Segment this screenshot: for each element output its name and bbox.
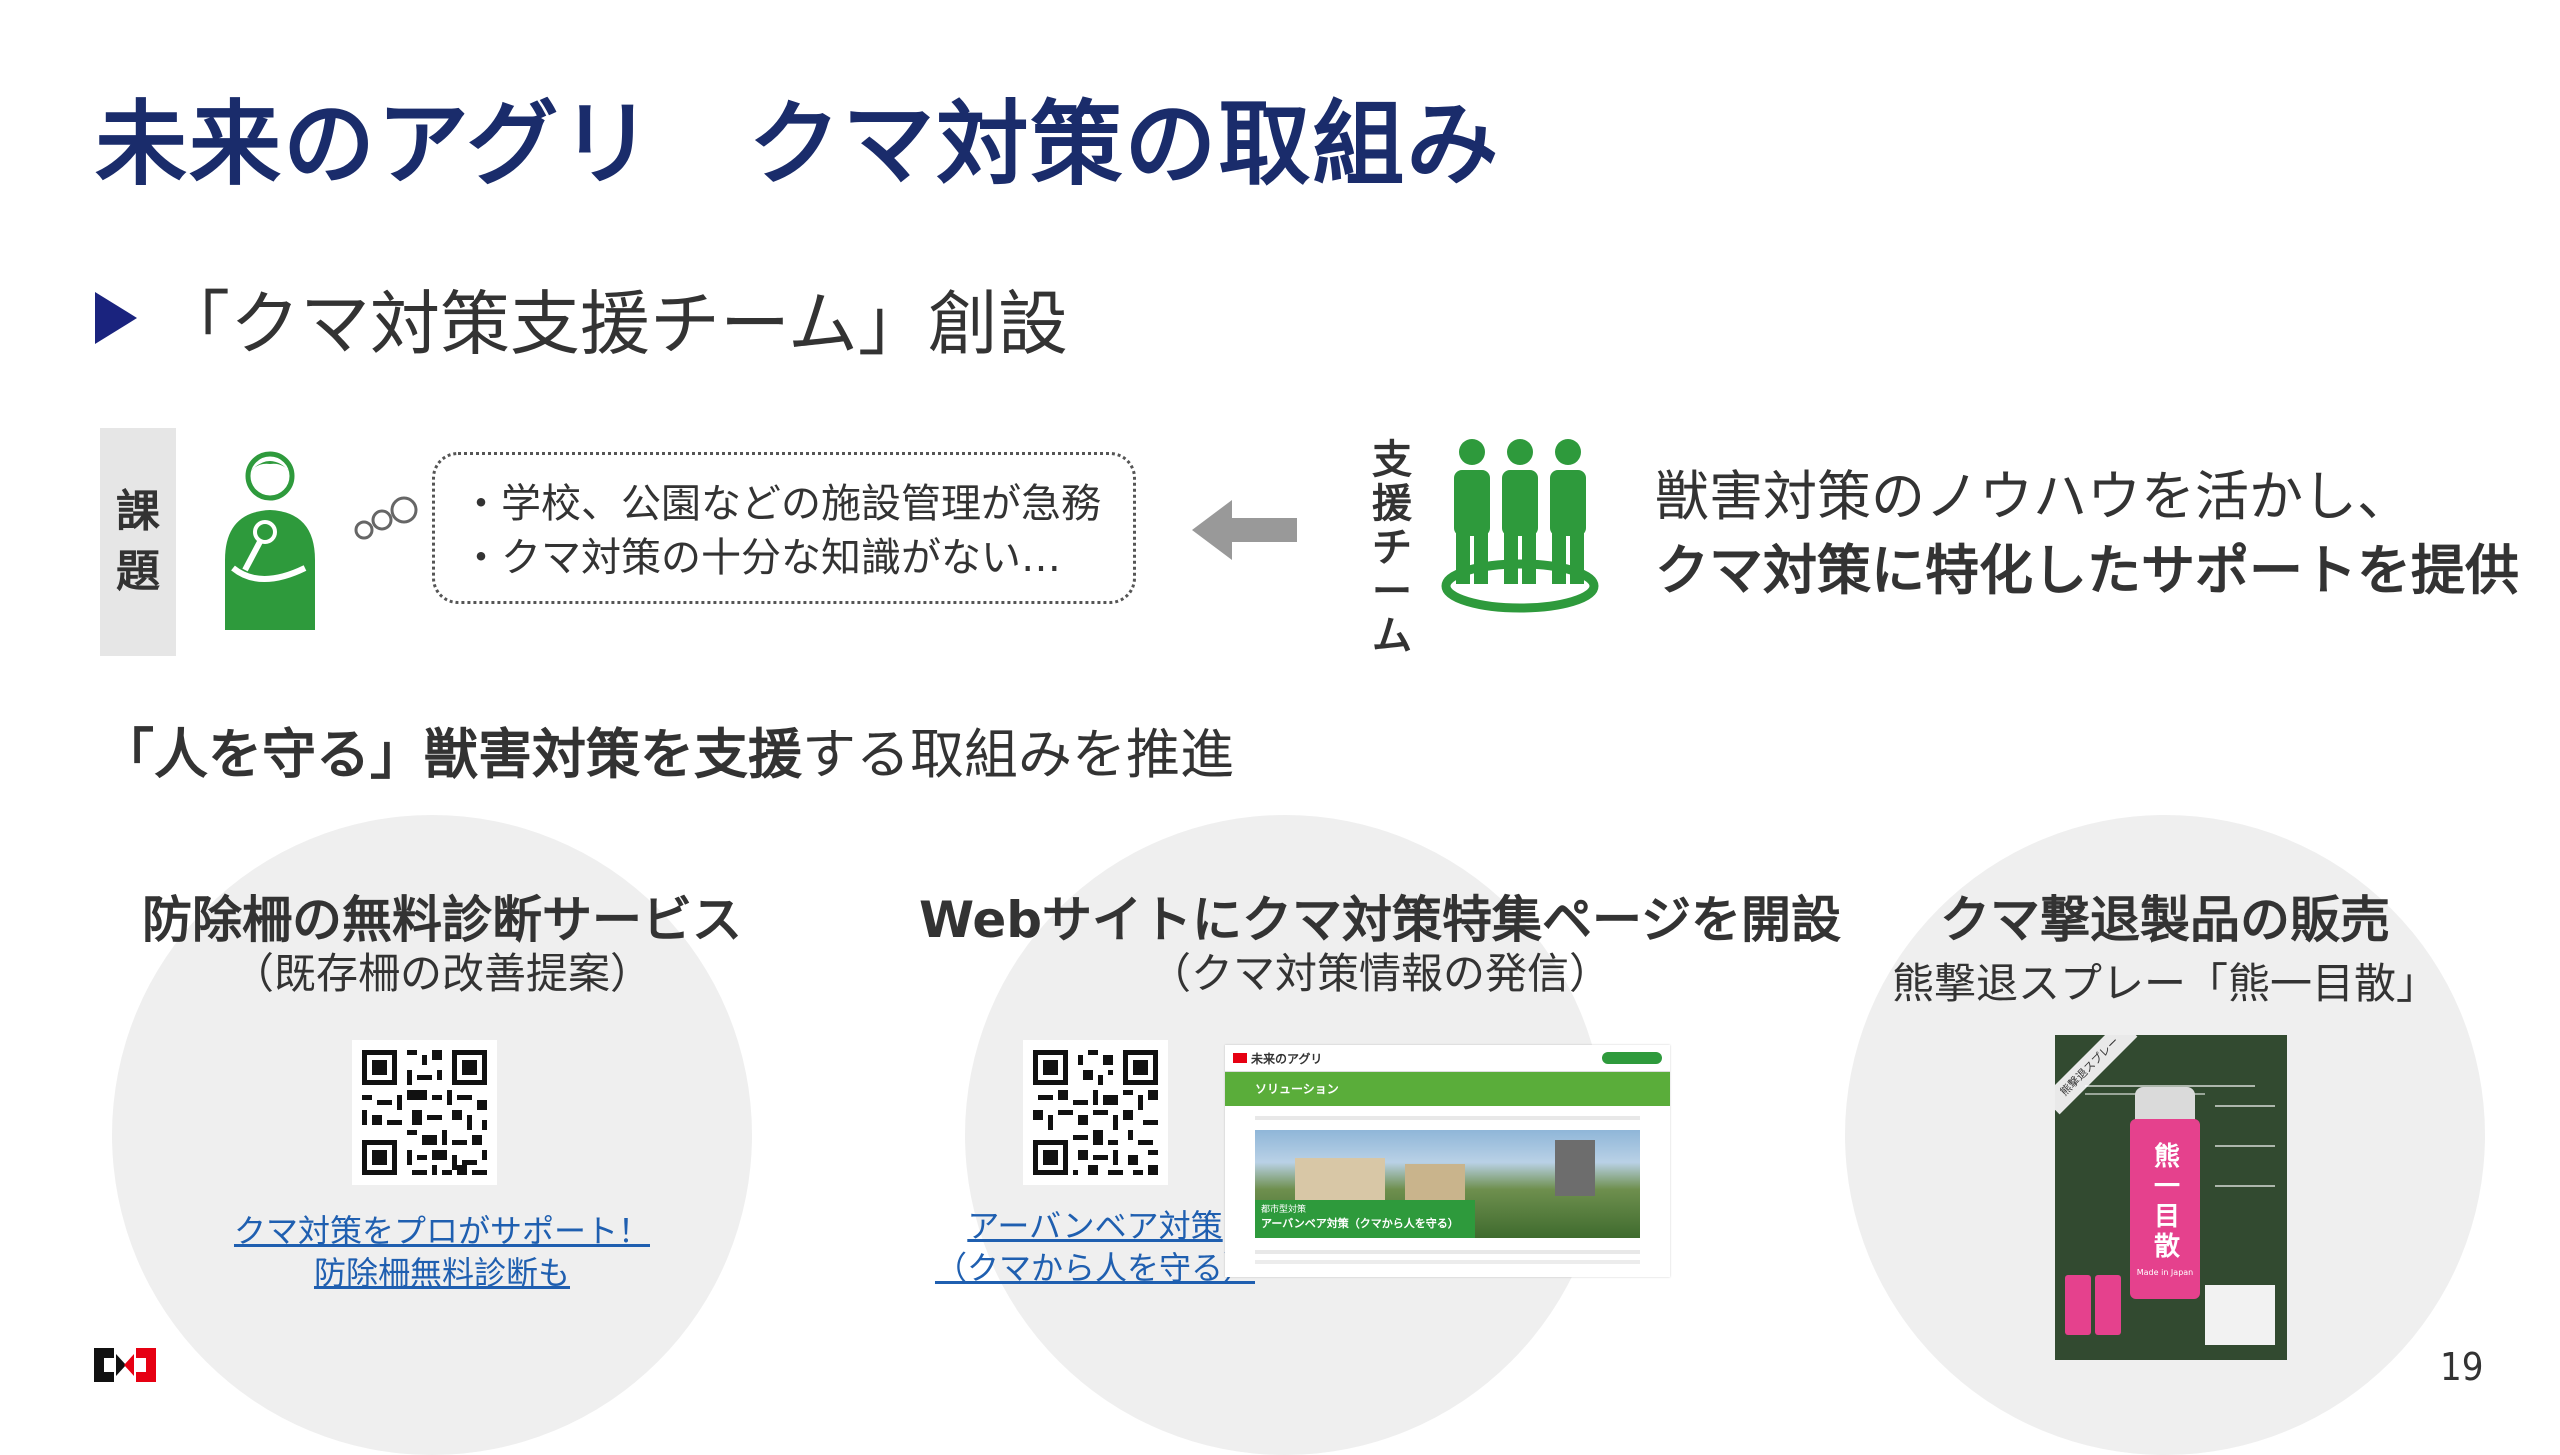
issue-label-box: 課 題 bbox=[100, 428, 176, 656]
qr-code-icon[interactable] bbox=[1023, 1040, 1168, 1185]
card-subtitle: （クマ対策情報の発信） bbox=[1148, 949, 1611, 998]
page-number: 19 bbox=[2440, 1345, 2484, 1389]
promotion-statement: 「人を守る」獣害対策を支援する取組みを推進 bbox=[100, 723, 1234, 786]
company-logo-icon bbox=[94, 1348, 156, 1382]
section-heading: 「クマ対策支援チーム」創設 bbox=[160, 283, 1068, 365]
card-title: 防除柵の無料診断サービス bbox=[142, 891, 742, 949]
team-icon bbox=[1441, 439, 1599, 613]
city-photo: 都市型対策 アーバンベア対策（クマから人を守る） bbox=[1255, 1130, 1640, 1238]
card-subtitle: （既存柵の改善提案） bbox=[231, 949, 652, 998]
fence-diagnosis-link[interactable]: クマ対策をプロがサポート！ 防除柵無料診断も bbox=[233, 1212, 650, 1292]
issue-line: ・学校、公園などの施設管理が急務 bbox=[461, 481, 1101, 527]
issue-label-char: 課 bbox=[116, 486, 160, 537]
card-title: クマ撃退製品の販売 bbox=[1940, 891, 2390, 949]
bullet-triangle-icon bbox=[95, 292, 137, 344]
brand-logo-icon bbox=[1233, 1053, 1247, 1063]
slide-title: 未来のアグリ クマ対策の取組み bbox=[95, 91, 1501, 198]
website-screenshot[interactable]: 未来のアグリ ソリューション 都市型対策 アーバンベア対策（クマから人を守る） bbox=[1225, 1045, 1670, 1277]
worried-person-icon bbox=[225, 451, 315, 630]
issue-line: ・クマ対策の十分な知識がない… bbox=[461, 535, 1061, 581]
spray-product-photo: 熊撃退スプレー 熊一目散 Made in Japan bbox=[2055, 1035, 2287, 1360]
contact-pill bbox=[1602, 1052, 1662, 1064]
spray-can: 熊一目散 Made in Japan bbox=[2130, 1119, 2200, 1299]
issue-thought-bubble: ・学校、公園などの施設管理が急務 ・クマ対策の十分な知識がない… bbox=[432, 452, 1136, 604]
card-title: Webサイトにクマ対策特集ページを開設 bbox=[918, 891, 1842, 949]
arrow-left-icon bbox=[1192, 500, 1297, 560]
support-team-label: 支 援 チ ー ム bbox=[1372, 437, 1412, 659]
thought-dots-icon bbox=[354, 496, 418, 540]
urban-bear-link[interactable]: アーバンベア対策 （クマから人を守る） bbox=[934, 1207, 1255, 1287]
qr-code-icon[interactable] bbox=[352, 1040, 497, 1185]
support-description: 獣害対策のノウハウを活かし、 クマ対策に特化したサポートを提供 bbox=[1655, 465, 2519, 602]
section-banner: ソリューション bbox=[1225, 1072, 1670, 1106]
issue-label-char: 題 bbox=[116, 546, 160, 597]
card-subtitle: 熊撃退スプレー「熊一目散」 bbox=[1891, 959, 2438, 1008]
